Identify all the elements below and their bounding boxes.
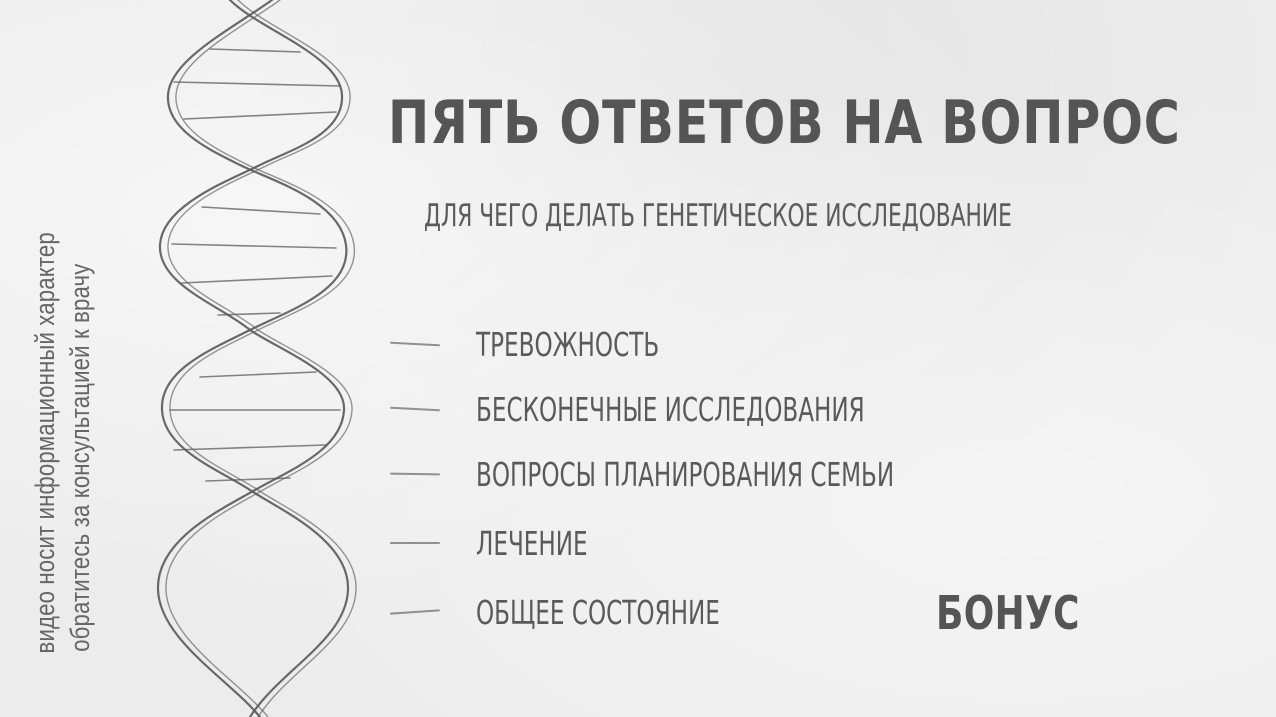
subtitle: ДЛЯ ЧЕГО ДЕЛАТЬ ГЕНЕТИЧЕСКОЕ ИССЛЕДОВАНИ… — [424, 198, 1012, 234]
dash-icon — [389, 472, 441, 476]
dash-icon — [389, 341, 441, 347]
list-item: ТРЕВОЖНОСТЬ — [389, 312, 1073, 376]
disclaimer-line-1: видео носит информационный характер — [30, 232, 60, 654]
dash-icon — [390, 542, 440, 544]
list-item: ОБЩЕЕ СОСТОЯНИЕ — [389, 580, 1073, 644]
bonus-label: БОНУС — [936, 586, 1080, 640]
list-item: ВОПРОСЫ ПЛАНИРОВАНИЯ СЕМЬИ — [389, 442, 1073, 506]
answer-label: ТРЕВОЖНОСТЬ — [476, 324, 660, 364]
answer-label: БЕСКОНЕЧНЫЕ ИССЛЕДОВАНИЯ — [476, 389, 865, 429]
answer-label: ОБЩЕЕ СОСТОЯНИЕ — [476, 592, 720, 632]
answers-list: ТРЕВОЖНОСТЬ БЕСКОНЕЧНЫЕ ИССЛЕДОВАНИЯ ВОП… — [389, 312, 1073, 644]
disclaimer: видео носит информационный характер обра… — [28, 60, 123, 660]
disclaimer-line-2: обратитесь за консультацией к врачу — [65, 263, 95, 652]
dash-icon — [389, 609, 441, 615]
page-title: ПЯТЬ ОТВЕТОВ НА ВОПРОС — [388, 88, 1181, 158]
list-item: ЛЕЧЕНИЕ — [390, 506, 1073, 580]
dna-helix-icon — [156, 0, 357, 717]
dash-icon — [389, 406, 441, 412]
answer-label: ЛЕЧЕНИЕ — [476, 523, 588, 563]
answer-label: ВОПРОСЫ ПЛАНИРОВАНИЯ СЕМЬИ — [476, 454, 895, 494]
list-item: БЕСКОНЕЧНЫЕ ИССЛЕДОВАНИЯ — [389, 376, 1073, 442]
